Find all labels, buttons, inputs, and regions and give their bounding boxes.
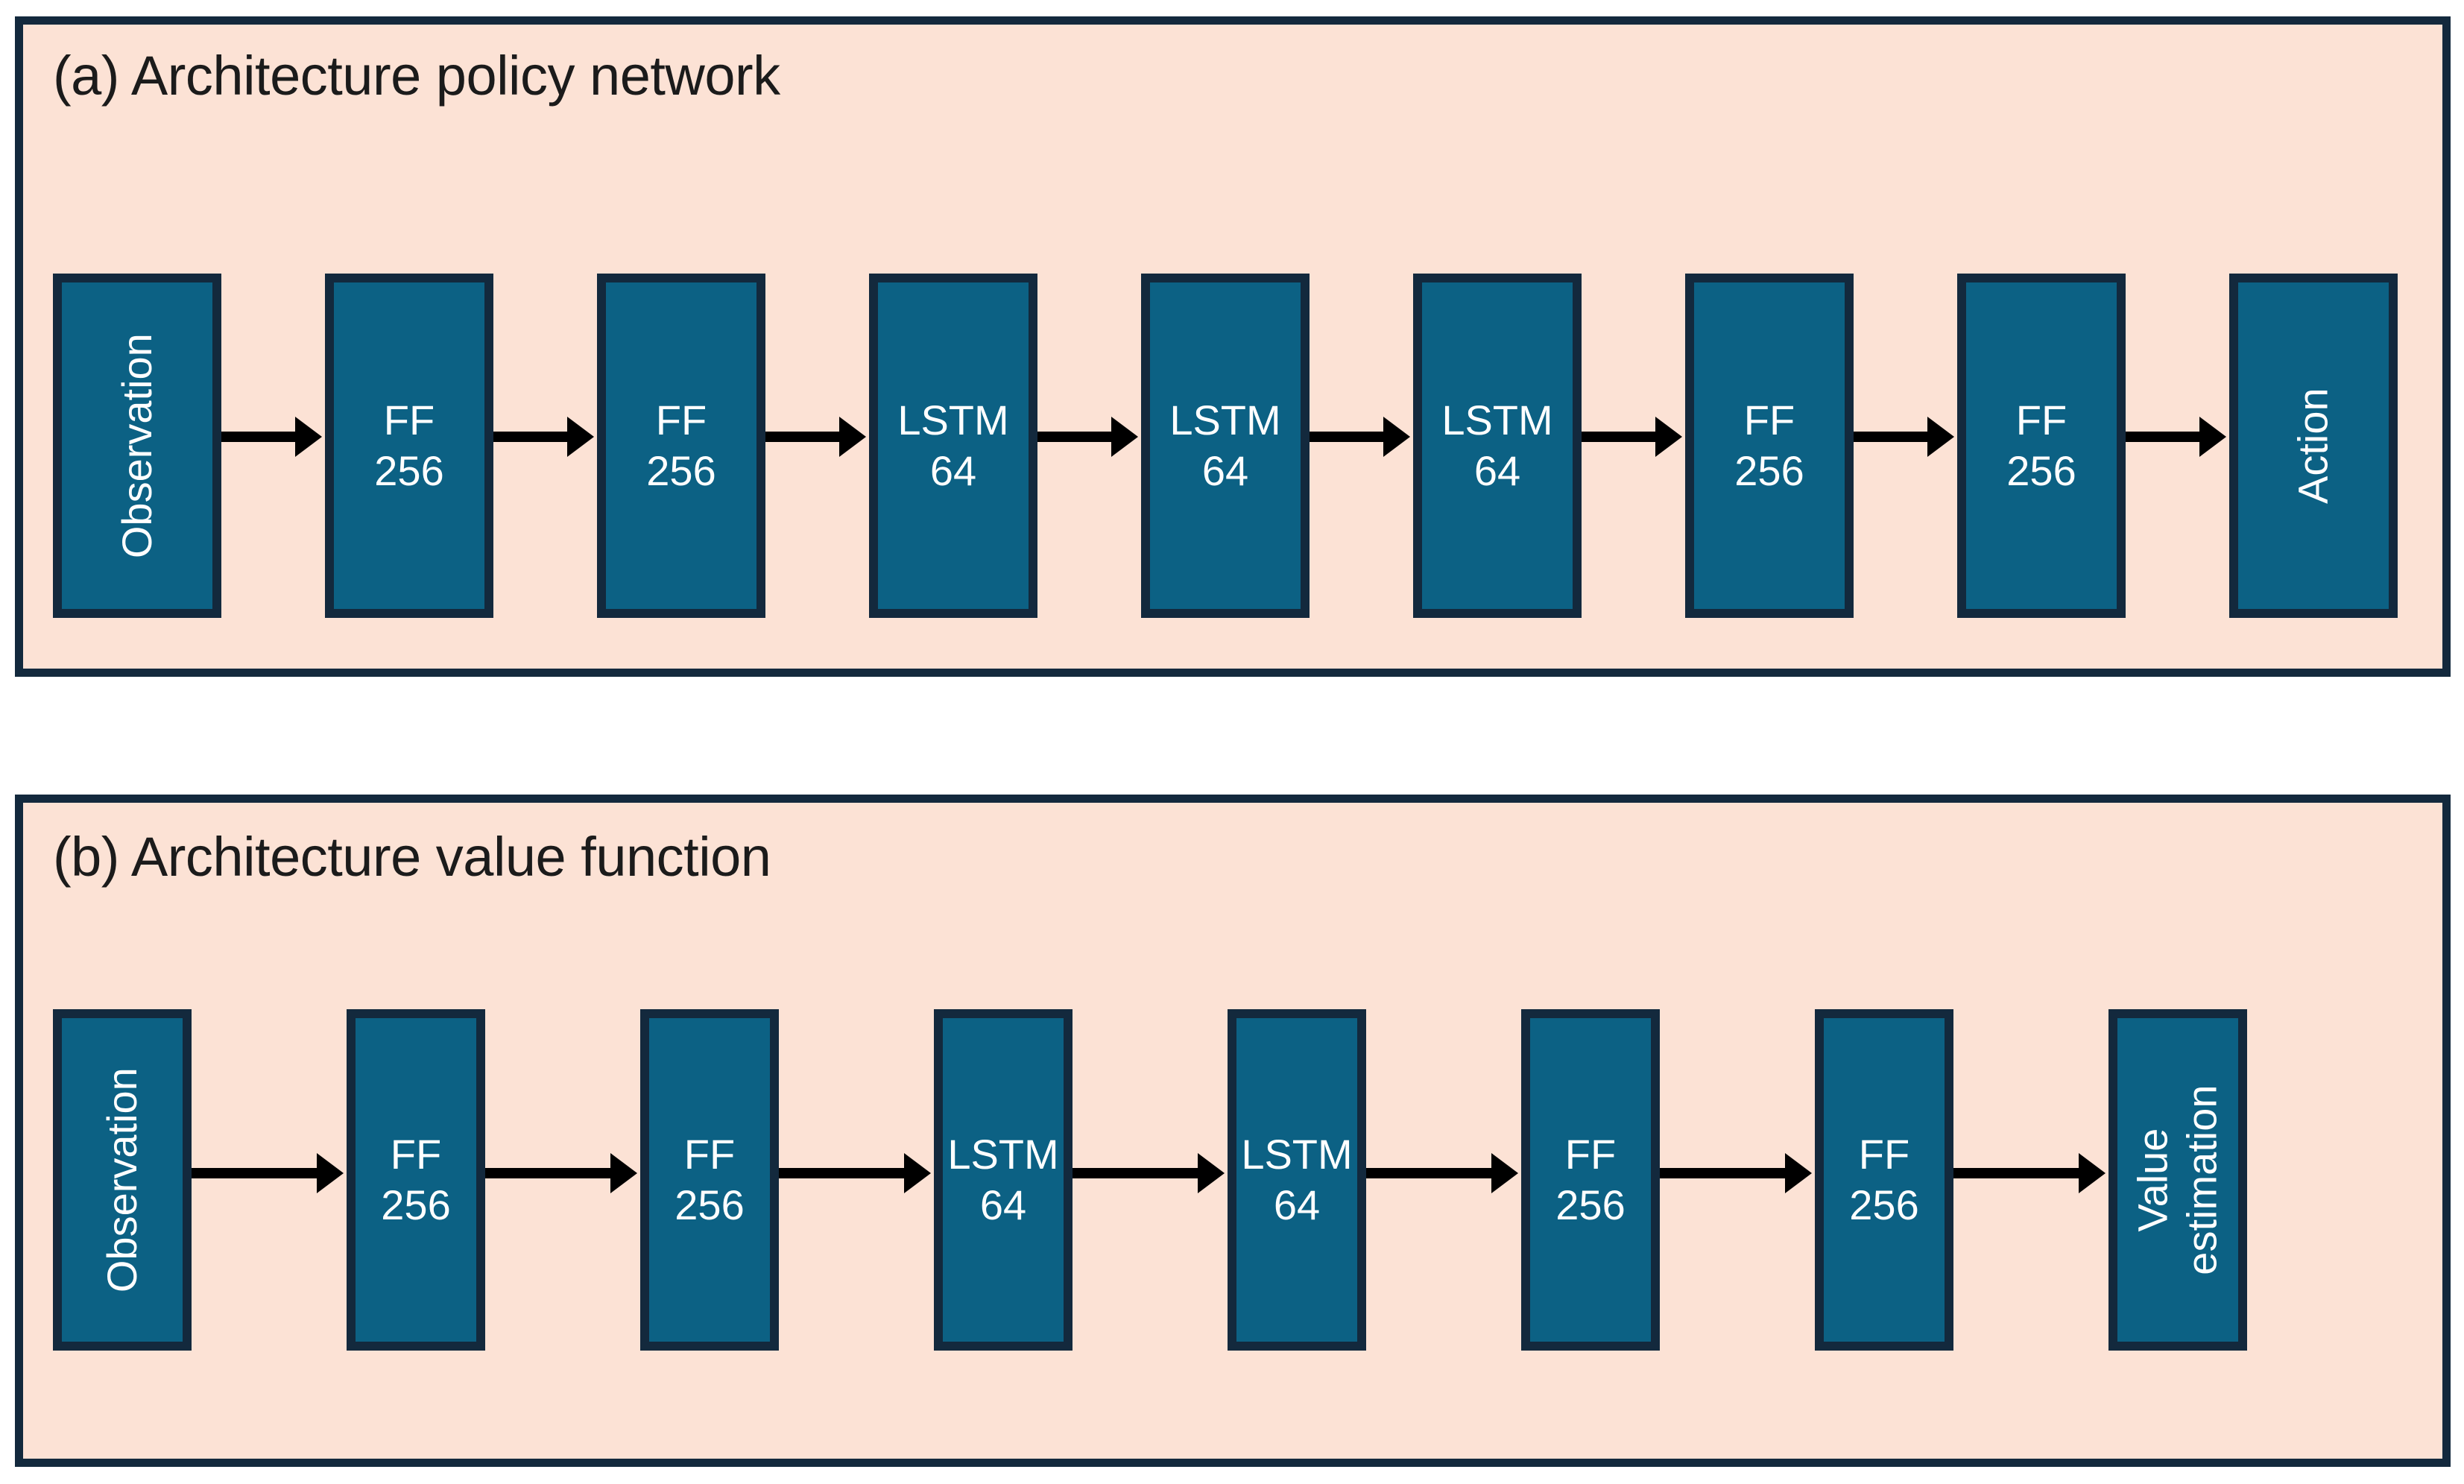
node-label-b-ff-3: FF 256: [1555, 1130, 1626, 1228]
arrow-a-1: [493, 432, 569, 442]
node-a-ff-3: FF 256: [1685, 274, 1854, 618]
arrow-b-6: [1953, 1168, 2080, 1178]
node-a-ff-4: FF 256: [1957, 274, 2126, 618]
node-label-a-ff-2: FF 256: [646, 396, 716, 494]
panel-architecture-value-function: (b) Architecture value function Observat…: [15, 795, 2451, 1467]
node-label-a-ff-4: FF 256: [2006, 396, 2076, 494]
arrow-a-4: [1310, 432, 1385, 442]
panel-architecture-policy-network: (a) Architecture policy network Observat…: [15, 16, 2451, 677]
node-a-lstm-1: LSTM 64: [869, 274, 1037, 618]
arrow-a-7: [2126, 432, 2201, 442]
node-a-lstm-3: LSTM 64: [1413, 274, 1582, 618]
node-b-lstm-1: LSTM 64: [934, 1009, 1073, 1351]
node-label-a-lstm-2: LSTM 64: [1169, 396, 1281, 494]
node-a-lstm-2: LSTM 64: [1141, 274, 1310, 618]
arrow-b-1: [485, 1168, 612, 1178]
node-a-ff-1: FF 256: [325, 274, 493, 618]
arrow-a-6: [1854, 432, 1929, 442]
node-a-action: Action: [2229, 274, 2398, 618]
panel-b-node-row: Observation FF 256 FF 256 LSTM 64 LSTM 64 FF …: [23, 803, 2442, 1459]
node-label-b-ff-4: FF 256: [1849, 1130, 1919, 1228]
node-label-a-action: Action: [2289, 388, 2337, 504]
node-a-observation: Observation: [53, 274, 221, 618]
node-label-a-lstm-3: LSTM 64: [1441, 396, 1553, 494]
panel-b-title: (b) Architecture value function: [53, 826, 771, 888]
node-a-ff-2: FF 256: [597, 274, 765, 618]
arrow-b-4: [1366, 1168, 1493, 1178]
panel-a-node-row: Observation FF 256 FF 256 LSTM 64 LSTM 64 LST…: [23, 25, 2442, 669]
node-b-lstm-2: LSTM 64: [1228, 1009, 1366, 1351]
node-b-ff-3: FF 256: [1521, 1009, 1660, 1351]
node-label-b-observation: Observation: [98, 1067, 145, 1292]
node-label-a-ff-3: FF 256: [1734, 396, 1804, 494]
node-label-b-ff-1: FF 256: [381, 1130, 451, 1228]
arrow-b-0: [192, 1168, 318, 1178]
arrow-a-0: [221, 432, 297, 442]
node-label-a-lstm-1: LSTM 64: [897, 396, 1009, 494]
node-label-b-lstm-2: LSTM 64: [1241, 1130, 1353, 1228]
node-label-b-ff-2: FF 256: [675, 1130, 745, 1228]
panel-a-title: (a) Architecture policy network: [53, 45, 780, 107]
node-b-observation: Observation: [53, 1009, 192, 1351]
arrow-b-5: [1660, 1168, 1787, 1178]
node-b-value-estimation: Value estimation: [2108, 1009, 2247, 1351]
node-b-ff-4: FF 256: [1815, 1009, 1953, 1351]
arrow-a-5: [1582, 432, 1657, 442]
arrow-a-2: [765, 432, 841, 442]
node-b-ff-1: FF 256: [347, 1009, 485, 1351]
node-label-a-ff-1: FF 256: [374, 396, 444, 494]
arrow-a-3: [1037, 432, 1113, 442]
node-label-a-observation: Observation: [113, 333, 160, 558]
node-label-b-lstm-1: LSTM 64: [947, 1130, 1059, 1228]
arrow-b-3: [1073, 1168, 1199, 1178]
node-b-ff-2: FF 256: [640, 1009, 779, 1351]
node-label-b-value-estimation: Value estimation: [2129, 1084, 2226, 1275]
arrow-b-2: [779, 1168, 906, 1178]
